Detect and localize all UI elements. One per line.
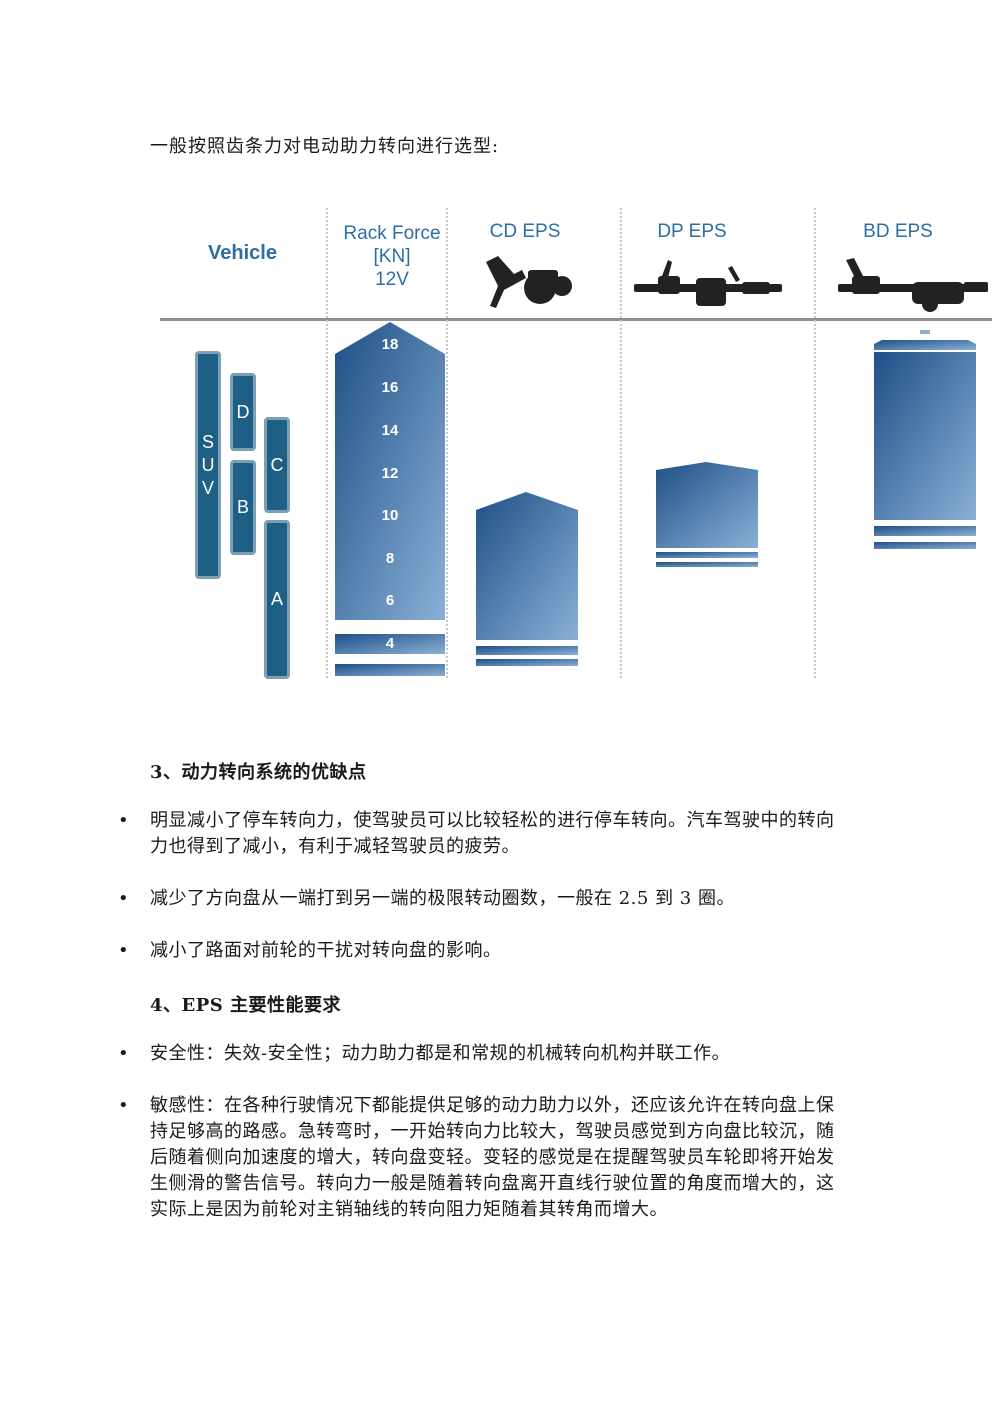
column-divider: [620, 208, 622, 678]
list-item: •减少了方向盘从一端打到另一端的极限转动圈数，一般在 2.5 到 3 圈。: [118, 886, 848, 912]
bullet-icon: •: [118, 1095, 130, 1116]
dp-eps-range-bar: [656, 462, 758, 567]
rack-force-arrow: [335, 322, 445, 676]
vehicle-class-b: B: [230, 460, 256, 555]
section4-title: 4、EPS 主要性能要求: [150, 995, 342, 1016]
rack-tick: 16: [381, 379, 399, 396]
bd-eps-image: [838, 258, 988, 312]
rack-tick: 6: [385, 592, 395, 609]
rack-force-voltage: 12V: [375, 269, 409, 290]
column-divider: [446, 208, 448, 678]
header-rule: [160, 318, 992, 321]
cd-eps-header: CD EPS: [489, 221, 561, 242]
column-divider: [814, 208, 816, 678]
column-divider: [326, 208, 328, 678]
vehicle-class-a: A: [264, 520, 290, 679]
bullet-icon: •: [118, 810, 130, 831]
rack-tick: 10: [381, 507, 399, 524]
rack-tick: 14: [381, 422, 399, 439]
vehicle-class-c: C: [264, 417, 290, 513]
rack-tick: 4: [385, 635, 395, 652]
bd-eps-header: BD EPS: [863, 221, 933, 242]
list-item: •明显减小了停车转向力，使驾驶员可以比较轻松的进行停车转向。汽车驾驶中的转向力也…: [118, 810, 835, 857]
bullet-icon: •: [118, 1043, 130, 1064]
vehicle-class-suv: S U V: [195, 351, 221, 579]
rack-tick: 12: [381, 465, 399, 482]
rack-force-header: Rack Force [KN] 12V: [332, 222, 452, 291]
bullet-icon: •: [118, 940, 130, 961]
bd-eps-range-bar: [874, 330, 976, 549]
vehicle-class-d: D: [230, 373, 256, 451]
rack-force-scale: 18 16 14 12 10 8 6 4: [335, 322, 445, 680]
list-item: •敏感性：在各种行驶情况下都能提供足够的动力助力以外，还应该允许在转向盘上保持足…: [118, 1095, 835, 1220]
bullet-icon: •: [118, 888, 130, 909]
vehicle-header: Vehicle: [208, 242, 277, 264]
rack-tick: 8: [385, 550, 395, 567]
section4-list: •安全性：失效-安全性；动力助力都是和常规的机械转向机构并联工作。 •敏感性：在…: [118, 1041, 848, 1223]
rack-force-label: Rack Force: [343, 223, 441, 244]
rack-force-unit: [KN]: [373, 246, 411, 267]
eps-selection-figure: Vehicle Rack Force [KN] 12V CD EPS DP EP…: [160, 200, 992, 690]
list-item: •安全性：失效-安全性；动力助力都是和常规的机械转向机构并联工作。: [118, 1041, 848, 1067]
section3-title: 3、动力转向系统的优缺点: [150, 762, 367, 783]
dp-eps-header: DP EPS: [657, 221, 727, 242]
cd-eps-range-bar: [476, 492, 578, 666]
section3-list: •明显减小了停车转向力，使驾驶员可以比较轻松的进行停车转向。汽车驾驶中的转向力也…: [118, 808, 848, 964]
list-item: •减小了路面对前轮的干扰对转向盘的影响。: [118, 938, 848, 964]
cd-eps-image: [486, 256, 572, 308]
intro-text: 一般按照齿条力对电动助力转向进行选型:: [150, 136, 500, 157]
dp-eps-image: [634, 260, 782, 306]
rack-tick: 18: [381, 336, 399, 353]
